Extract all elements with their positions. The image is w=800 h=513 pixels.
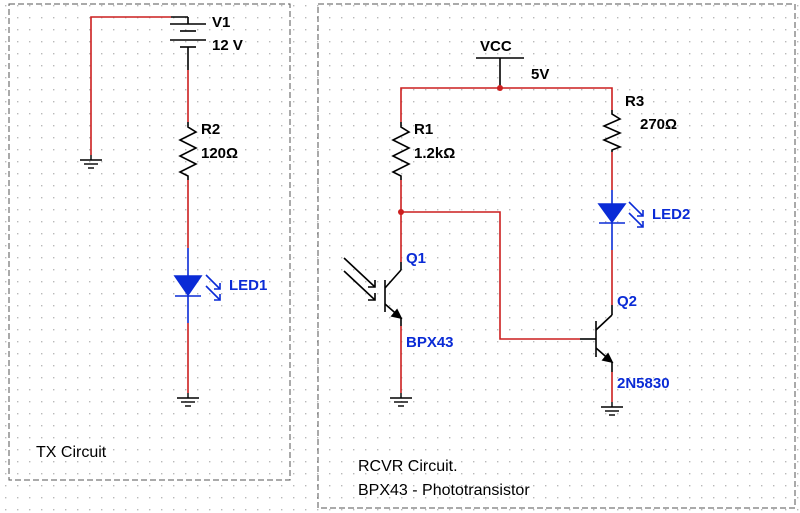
led1-symbol (173, 248, 221, 323)
r2-name-label: R2 (201, 121, 220, 138)
q1-phototransistor-symbol (343, 257, 403, 326)
rcvr-circuit-subtitle: BPX43 - Phototransistor (358, 482, 530, 499)
tx-frame (8, 3, 291, 481)
v1-name-label: V1 (212, 14, 230, 31)
vcc-junction-dot (497, 85, 503, 91)
vcc-value-label: 5V (531, 66, 549, 83)
led2-label: LED2 (652, 206, 690, 223)
r3-name-label: R3 (625, 93, 644, 110)
rcvr-frame (317, 3, 796, 509)
q2-part-label: 2N5830 (617, 375, 670, 392)
led1-label: LED1 (229, 277, 267, 294)
vcc-symbol (476, 57, 524, 88)
rcvr-circuit-title: RCVR Circuit. (358, 458, 458, 475)
r1-q1-junction-dot (398, 209, 404, 215)
r1-name-label: R1 (414, 121, 433, 138)
tx-ground-symbol-bottom (177, 393, 199, 407)
r2-resistor-symbol (178, 122, 198, 180)
q2-ground-symbol (601, 402, 623, 416)
q1-ground-symbol (390, 393, 412, 407)
tx-wires (90, 16, 189, 393)
v1-battery-symbol (170, 16, 206, 70)
r3-resistor-symbol (602, 110, 623, 152)
vcc-name-label: VCC (480, 38, 512, 55)
q2-transistor-symbol (580, 305, 614, 372)
led2-symbol (597, 190, 644, 250)
tx-ground-symbol-left (80, 155, 102, 169)
q1-part-label: BPX43 (406, 334, 454, 351)
r1-value-label: 1.2kΩ (414, 145, 455, 162)
q1-name-label: Q1 (406, 250, 426, 267)
tx-circuit-title: TX Circuit (36, 444, 107, 461)
r1-resistor-symbol (391, 122, 411, 180)
r2-value-label: 120Ω (201, 145, 238, 162)
r3-value-label: 270Ω (640, 116, 677, 133)
v1-value-label: 12 V (212, 37, 243, 54)
q2-name-label: Q2 (617, 293, 637, 310)
